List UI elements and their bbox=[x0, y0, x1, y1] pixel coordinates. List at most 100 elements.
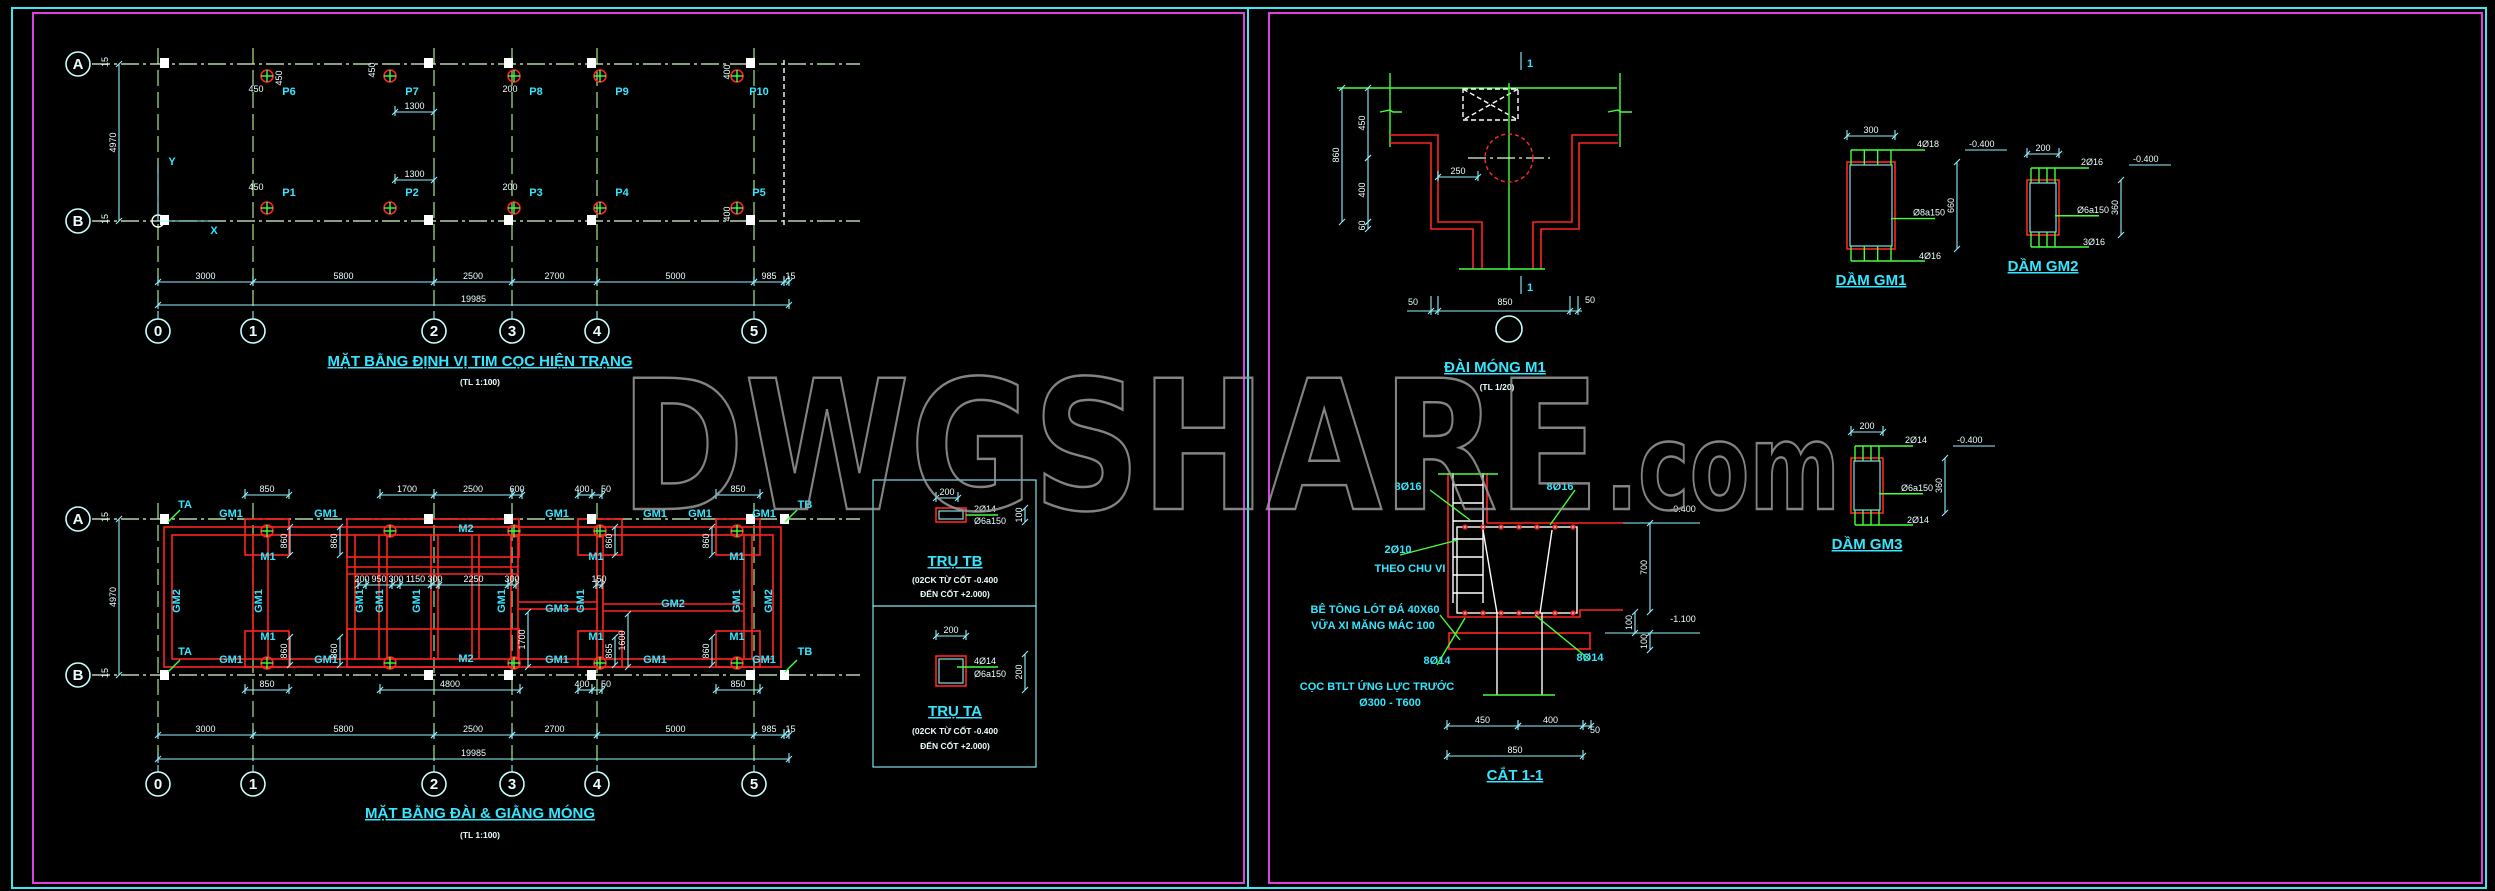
column bbox=[746, 670, 755, 680]
column-axis-bubble bbox=[240, 318, 266, 344]
dim-tick bbox=[1941, 509, 1949, 517]
rebar-dot bbox=[1480, 524, 1486, 530]
dim-tick bbox=[115, 515, 123, 523]
column bbox=[424, 670, 433, 680]
dim-tick bbox=[1364, 225, 1372, 233]
cap-dimension: 865 bbox=[604, 643, 614, 658]
dim-700: 700 bbox=[1639, 560, 1649, 575]
span-dimension: 985 bbox=[761, 271, 776, 281]
column-axis-bubble bbox=[421, 318, 447, 344]
rebar-dot bbox=[1462, 610, 1468, 616]
bent-bar bbox=[1539, 529, 1553, 614]
bottom-dimension: 400 bbox=[574, 679, 589, 689]
tru-tb-width: 200 bbox=[939, 487, 954, 497]
column-axis-bubble bbox=[421, 771, 447, 797]
sheet-frames bbox=[11, 7, 2487, 889]
axis-label: 5 bbox=[750, 323, 758, 340]
column bbox=[424, 514, 433, 524]
inner-dimension: 300 bbox=[427, 574, 442, 584]
column-axis-bubble bbox=[584, 771, 610, 797]
rebar-dot bbox=[1534, 610, 1540, 616]
dam_gm3-stirrup bbox=[1853, 460, 1881, 511]
beam-gm1-label: GM1 bbox=[314, 654, 338, 666]
column bbox=[504, 670, 513, 680]
leader bbox=[1436, 617, 1466, 666]
dim-tick bbox=[2117, 231, 2125, 239]
dim-1700: 1700 bbox=[517, 629, 527, 649]
beam-vertical-label: GM1 bbox=[411, 589, 423, 613]
pile-label-bottom: P4 bbox=[615, 187, 629, 199]
dim-tick bbox=[1631, 629, 1639, 637]
column-outline bbox=[1462, 88, 1519, 121]
axis-label: A bbox=[73, 56, 84, 73]
bottom-dimension: 50 bbox=[601, 679, 611, 689]
rebar-dot bbox=[1534, 524, 1540, 530]
top-dimension: 1700 bbox=[397, 484, 417, 494]
cap-dimension: 860 bbox=[701, 643, 711, 658]
span-dimension: 2500 bbox=[463, 271, 483, 281]
tru-ta-height: 200 bbox=[1014, 664, 1024, 679]
dim-tick bbox=[336, 633, 344, 641]
existing-column bbox=[587, 215, 596, 225]
leader bbox=[1549, 489, 1576, 526]
dam_gm2-stirrup-label: Ø6a150 bbox=[2077, 205, 2109, 215]
dam_gm1-bottom-bars: 4Ø16 bbox=[1919, 251, 1941, 261]
tru-tb-bars: 2Ø14 bbox=[974, 504, 996, 514]
axis-label: 2 bbox=[430, 323, 438, 340]
level-label: -0.400 bbox=[1670, 504, 1696, 514]
section-title: CẮT 1-1 bbox=[1487, 766, 1544, 784]
cap-left-outer bbox=[1390, 134, 1483, 269]
pile-label-bottom: P2 bbox=[405, 187, 418, 199]
dim-tick bbox=[1646, 519, 1654, 527]
dam_gm1-height: 660 bbox=[1946, 198, 1956, 213]
rebar-dot bbox=[1570, 524, 1576, 530]
dim-tick bbox=[624, 610, 632, 618]
inner-dimension: 2250 bbox=[463, 574, 483, 584]
span-dimension: 5800 bbox=[333, 724, 353, 734]
m1-d50: 50 bbox=[1585, 295, 1595, 305]
existing-column bbox=[504, 58, 513, 68]
beam-gm1-label: GM1 bbox=[219, 654, 243, 666]
bottom-dimension: 850 bbox=[730, 679, 745, 689]
bottom-bars-left: 8Ø14 bbox=[1424, 655, 1452, 667]
axis-label: 5 bbox=[750, 776, 758, 793]
axis-label: 4 bbox=[593, 323, 602, 340]
axis-label: 1 bbox=[249, 776, 257, 793]
dim-tick bbox=[1021, 650, 1029, 658]
dim-tick bbox=[611, 551, 619, 559]
span-dimension: 3000 bbox=[195, 724, 215, 734]
row-axis-bubble bbox=[65, 506, 91, 532]
span-dimension: 5000 bbox=[665, 271, 685, 281]
beam-vertical-label: GM1 bbox=[575, 589, 587, 613]
dam_gm1-stirrup bbox=[1849, 164, 1893, 247]
column bbox=[160, 670, 169, 680]
dim-tick bbox=[708, 661, 716, 669]
dam_gm2-top-bars: 2Ø16 bbox=[2081, 157, 2103, 167]
top-dimension: 850 bbox=[730, 484, 745, 494]
inner-dimension: 150 bbox=[591, 574, 606, 584]
watermark-suffix: .com bbox=[1605, 399, 1840, 538]
dim-tick bbox=[1646, 608, 1654, 616]
dim-100: 100 bbox=[1639, 634, 1649, 649]
left-sheet-frame bbox=[32, 12, 1245, 884]
column-ta-label: TA bbox=[178, 499, 192, 511]
beam-gm1-label: GM1 bbox=[314, 508, 338, 520]
column bbox=[780, 670, 789, 680]
edge-dim: 15 bbox=[100, 512, 110, 522]
dim-tick bbox=[524, 608, 532, 616]
dim-850: 850 bbox=[1507, 745, 1522, 755]
dam_gm2-width: 200 bbox=[2035, 143, 2050, 153]
pile-label-top: P10 bbox=[749, 86, 769, 98]
dim-tick bbox=[1338, 84, 1346, 92]
level-label: -1.100 bbox=[1670, 614, 1696, 624]
dam_gm1-title: DẦM GM1 bbox=[1836, 272, 1907, 289]
dim-tick bbox=[286, 661, 294, 669]
column bbox=[587, 670, 596, 680]
cap-dimension: 860 bbox=[329, 533, 339, 548]
dim-tick bbox=[1021, 518, 1029, 526]
watermark-brand: DWGSHARE bbox=[620, 343, 1600, 552]
axis-label: 0 bbox=[154, 776, 162, 793]
axis-label: 3 bbox=[508, 776, 516, 793]
dim-tick bbox=[115, 60, 123, 68]
